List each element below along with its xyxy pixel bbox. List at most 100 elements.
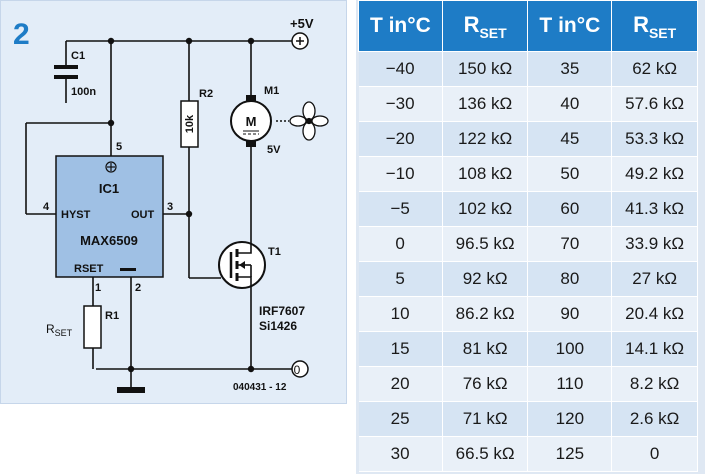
- rset-cell: 96.5 kΩ: [442, 226, 529, 262]
- temperature-cell: 110: [527, 366, 613, 402]
- temperature-cell: 60: [527, 191, 613, 227]
- rset-cell: 27 kΩ: [611, 261, 698, 297]
- rset-cell: 33.9 kΩ: [611, 226, 698, 262]
- rset-cell: 2.6 kΩ: [611, 401, 698, 437]
- motor-ref: M1: [264, 85, 279, 97]
- pin4-number: 4: [43, 201, 50, 213]
- rset-cell: 81 kΩ: [442, 331, 529, 367]
- rset-cell: 14.1 kΩ: [611, 331, 698, 367]
- ground-terminal-label: 0: [294, 363, 301, 377]
- temperature-cell: 50: [527, 156, 613, 192]
- ic-ref: IC1: [99, 181, 119, 196]
- figure-number: 2: [13, 18, 30, 51]
- temperature-cell: −30: [358, 86, 443, 122]
- temperature-cell: 25: [358, 401, 443, 437]
- rset-cell: 92 kΩ: [442, 261, 529, 297]
- header-temp-1: T in°C: [358, 0, 443, 52]
- rset-cell: 76 kΩ: [442, 366, 529, 402]
- circuit-schematic: 2 +5V 0 C1 100n R2 10k M1 M 5V IC1 HYST …: [13, 16, 329, 393]
- pin5-number: 5: [116, 141, 122, 153]
- temperature-cell: 100: [527, 331, 613, 367]
- temperature-cell: 90: [527, 296, 613, 332]
- temperature-cell: 5: [358, 261, 443, 297]
- header-rset-2-sub: SET: [648, 24, 677, 41]
- r1-label-sub: SET: [55, 328, 73, 338]
- schematic-panel: 2 +5V 0 C1 100n R2 10k M1 M 5V IC1 HYST …: [0, 0, 347, 404]
- rset-cell: 136 kΩ: [442, 86, 529, 122]
- rset-cell: 20.4 kΩ: [611, 296, 698, 332]
- rset-cell: 86.2 kΩ: [442, 296, 529, 332]
- r2-ref: R2: [199, 88, 213, 100]
- pin1-number: 1: [95, 282, 101, 294]
- r2-value: 10k: [184, 114, 196, 133]
- temperature-cell: 125: [527, 436, 613, 472]
- temperature-cell: 20: [358, 366, 443, 402]
- pin3-number: 3: [167, 201, 173, 213]
- r1-ref: R1: [105, 310, 119, 322]
- header-temp-2: T in°C: [527, 0, 613, 52]
- motor-voltage: 5V: [267, 144, 281, 156]
- temperature-cell: 15: [358, 331, 443, 367]
- transistor-part2: Si1426: [259, 319, 297, 333]
- r1-label: RSET: [46, 322, 73, 338]
- ic-pin-rset: RSET: [74, 263, 104, 275]
- header-rset-2: RSET: [611, 0, 698, 52]
- rset-cell: 62 kΩ: [611, 51, 698, 87]
- temperature-cell: 70: [527, 226, 613, 262]
- transistor-part1: IRF7607: [259, 304, 305, 318]
- temperature-cell: 0: [358, 226, 443, 262]
- header-rset-1: RSET: [441, 0, 529, 52]
- rset-cell: 57.6 kΩ: [611, 86, 698, 122]
- motor-symbol: M: [246, 114, 257, 129]
- rset-cell: 49.2 kΩ: [611, 156, 698, 192]
- temperature-cell: −10: [358, 156, 443, 192]
- temperature-cell: 30: [358, 436, 443, 472]
- rset-cell: 71 kΩ: [442, 401, 529, 437]
- r1-label-main: R: [46, 322, 55, 336]
- temperature-cell: 45: [527, 121, 613, 157]
- table-header-row: T in°C RSET T in°C RSET: [358, 0, 698, 52]
- temperature-cell: 40: [527, 86, 613, 122]
- ic-pin-hyst: HYST: [61, 209, 91, 221]
- header-rset-1-main: R: [463, 11, 480, 37]
- rset-cell: 150 kΩ: [442, 51, 529, 87]
- temperature-cell: −40: [358, 51, 443, 87]
- transistor-ref: T1: [268, 246, 281, 258]
- diagram-code: 040431 - 12: [233, 382, 287, 393]
- temperature-cell: 10: [358, 296, 443, 332]
- rset-cell: 122 kΩ: [442, 121, 529, 157]
- rset-cell: 53.3 kΩ: [611, 121, 698, 157]
- rset-cell: 108 kΩ: [442, 156, 529, 192]
- ic-part: MAX6509: [80, 233, 138, 248]
- temperature-cell: −5: [358, 191, 443, 227]
- fan-icon: [289, 101, 329, 141]
- pin2-number: 2: [135, 282, 141, 294]
- supply-label: +5V: [290, 16, 314, 31]
- c1-ref: C1: [71, 50, 85, 62]
- temperature-cell: 80: [527, 261, 613, 297]
- temperature-cell: 120: [527, 401, 613, 437]
- header-rset-2-main: R: [633, 11, 649, 37]
- temperature-cell: 35: [527, 51, 613, 87]
- rset-cell: 0: [611, 436, 698, 472]
- c1-value: 100n: [71, 86, 96, 98]
- temperature-cell: −20: [358, 121, 443, 157]
- rset-cell: 66.5 kΩ: [442, 436, 529, 472]
- header-rset-1-sub: SET: [479, 24, 507, 41]
- rset-cell: 8.2 kΩ: [611, 366, 698, 402]
- rset-cell: 102 kΩ: [442, 191, 529, 227]
